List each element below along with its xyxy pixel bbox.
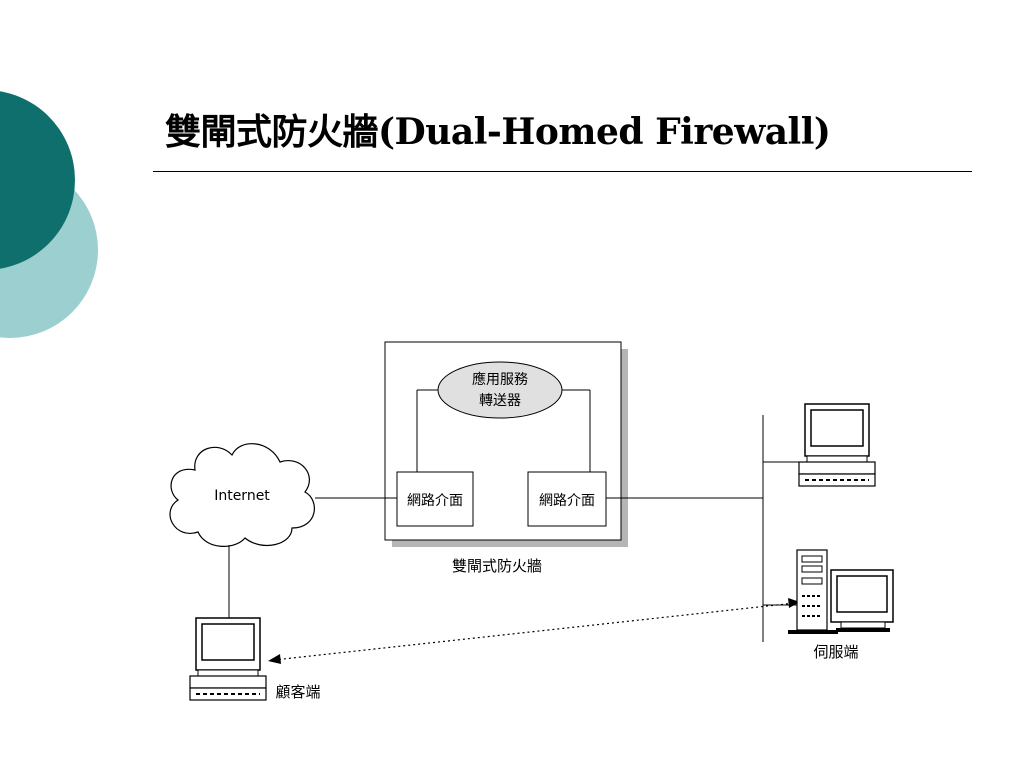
client-caption: 顧客端 [275,683,320,701]
server-icon [788,549,894,634]
client-pc-icon [189,617,267,701]
app-server-label-1: 應用服務 [472,371,528,388]
nic-left-label: 網路介面 [407,493,463,509]
nic-right-box [527,471,607,527]
arrow-to-client [268,654,281,664]
dark-teal-circle [0,91,75,269]
lan-pc-icon [798,403,876,487]
app-server-label-2: 轉送器 [479,393,521,409]
nic-left-box [396,471,474,527]
nic-right-label: 網路介面 [539,493,595,509]
internet-cloud [169,443,315,547]
server-caption: 伺服端 [813,643,858,661]
client-server-dotted-link [273,602,796,661]
decorative-circles [0,91,98,338]
app-server-ellipse [437,361,563,419]
title-divider [153,171,972,172]
slide-title: 雙閘式防火牆(Dual-Homed Firewall) [165,111,831,153]
arrow-to-server [788,598,800,608]
internet-label: Internet [214,488,270,504]
firewall-caption: 雙閘式防火牆 [452,557,542,575]
